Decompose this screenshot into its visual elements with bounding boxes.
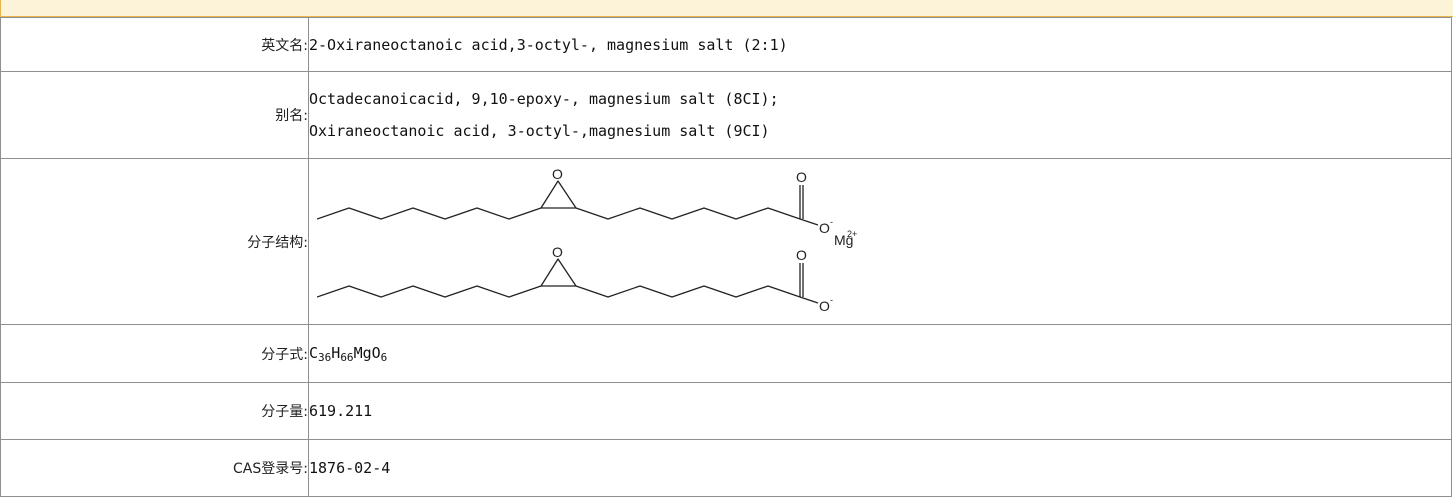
anion-oxygen-top: O xyxy=(819,220,830,236)
table-row-synonyms: 别名: Octadecanoicacid, 9,10-epoxy-, magne… xyxy=(0,71,1452,159)
anion-oxygen-bottom: O xyxy=(819,298,830,314)
formula-element-mgo: MgO xyxy=(353,343,381,362)
cas-value: 1876-02-4 xyxy=(308,439,1452,497)
formula-count-c: 36 xyxy=(318,350,332,364)
english-name-label: 英文名: xyxy=(0,17,309,72)
formula-value: C36H66MgO6 xyxy=(308,324,1452,383)
formula-label: 分子式: xyxy=(0,324,309,383)
epoxide-oxygen-bottom: O xyxy=(552,244,563,260)
molecular-structure-image: O O O - Mg 2+ O O O - xyxy=(317,167,857,314)
formula-element-c: C xyxy=(309,343,319,362)
magnesium-charge: 2+ xyxy=(847,229,857,239)
formula-element-h: H xyxy=(331,343,341,362)
cas-label: CAS登录号: xyxy=(0,439,309,497)
synonyms-label: 别名: xyxy=(0,71,309,159)
anion-charge-bottom: - xyxy=(830,295,833,305)
property-table: 英文名: 2-Oxiraneoctanoic acid,3-octyl-, ma… xyxy=(0,17,1452,497)
english-name-value: 2-Oxiraneoctanoic acid,3-octyl-, magnesi… xyxy=(308,17,1452,72)
table-row-weight: 分子量: 619.211 xyxy=(0,382,1452,440)
anion-charge-top: - xyxy=(830,217,833,227)
magnesium-cation: Mg xyxy=(834,232,853,248)
synonym-2: Oxiraneoctanoic acid, 3-octyl-,magnesium… xyxy=(309,122,770,140)
table-row-formula: 分子式: C36H66MgO6 xyxy=(0,324,1452,383)
formula-count-o: 6 xyxy=(380,350,388,364)
structure-value: O O O - Mg 2+ O O O - xyxy=(308,158,1452,325)
table-row-structure: 分子结构: xyxy=(0,158,1452,325)
carbonyl-oxygen-top: O xyxy=(796,169,807,185)
epoxide-oxygen-top: O xyxy=(552,167,563,182)
weight-value: 619.211 xyxy=(308,382,1452,440)
formula-count-h: 66 xyxy=(340,350,354,364)
carbonyl-oxygen-bottom: O xyxy=(796,247,807,263)
table-row-cas: CAS登录号: 1876-02-4 xyxy=(0,439,1452,497)
table-row-english-name: 英文名: 2-Oxiraneoctanoic acid,3-octyl-, ma… xyxy=(0,17,1452,72)
structure-label: 分子结构: xyxy=(0,158,309,325)
weight-label: 分子量: xyxy=(0,382,309,440)
panel-header-bar xyxy=(0,0,1453,17)
synonym-1: Octadecanoicacid, 9,10-epoxy-, magnesium… xyxy=(309,90,779,108)
synonyms-value: Octadecanoicacid, 9,10-epoxy-, magnesium… xyxy=(308,71,1452,159)
